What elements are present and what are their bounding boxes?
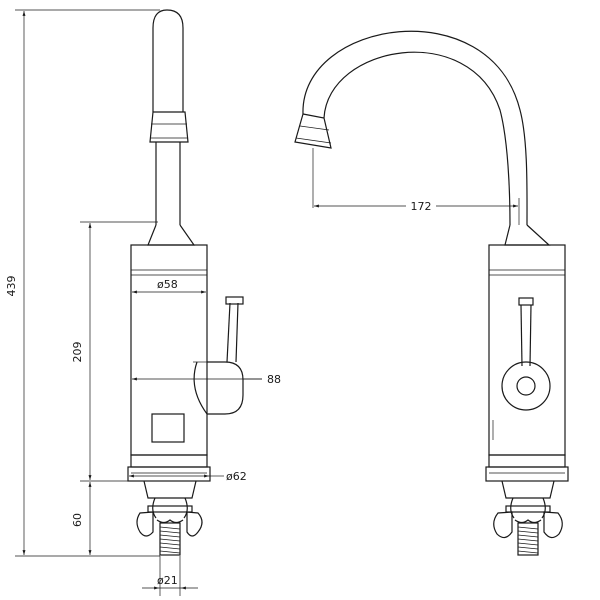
extension-lines: [15, 9, 181, 596]
side-base-ring: [127, 454, 211, 482]
dimension-body-diameter: ø58: [132, 278, 206, 294]
dimension-total-height: 439: [5, 11, 26, 555]
dimension-handle-reach: 88: [132, 373, 281, 386]
front-base-ring: [485, 454, 569, 482]
side-mounting-clamp: [136, 480, 203, 556]
dimension-body-height: 209: [71, 223, 92, 480]
front-body: [488, 244, 566, 456]
dimension-spout-reach: 172: [314, 198, 518, 213]
front-thread-lines: [517, 526, 539, 554]
side-lever-handle: [193, 296, 244, 415]
front-lever-handle: [501, 297, 551, 411]
side-body: [130, 244, 208, 456]
dimension-base-diameter: ø62: [129, 470, 247, 483]
dimension-label-172: 172: [411, 200, 432, 213]
front-spout: [294, 30, 551, 246]
dimension-label-439: 439: [5, 276, 18, 297]
side-spout: [147, 9, 196, 246]
front-view: 172: [294, 30, 569, 556]
dimension-label-209: 209: [71, 342, 84, 363]
dimension-thread-diameter: ø21: [142, 574, 198, 590]
thread-lines: [159, 526, 181, 554]
dimension-label-d58: ø58: [157, 278, 178, 291]
front-mounting-clamp: [493, 480, 563, 556]
dimension-base-height: 60: [71, 482, 92, 555]
dimension-label-60: 60: [71, 513, 84, 527]
side-view: 439 209 60 ø58 88 ø62: [5, 9, 281, 596]
dimension-label-d21: ø21: [157, 574, 178, 587]
display-window: [151, 413, 185, 443]
dimension-label-d62: ø62: [226, 470, 247, 483]
dimension-label-88: 88: [267, 373, 281, 386]
